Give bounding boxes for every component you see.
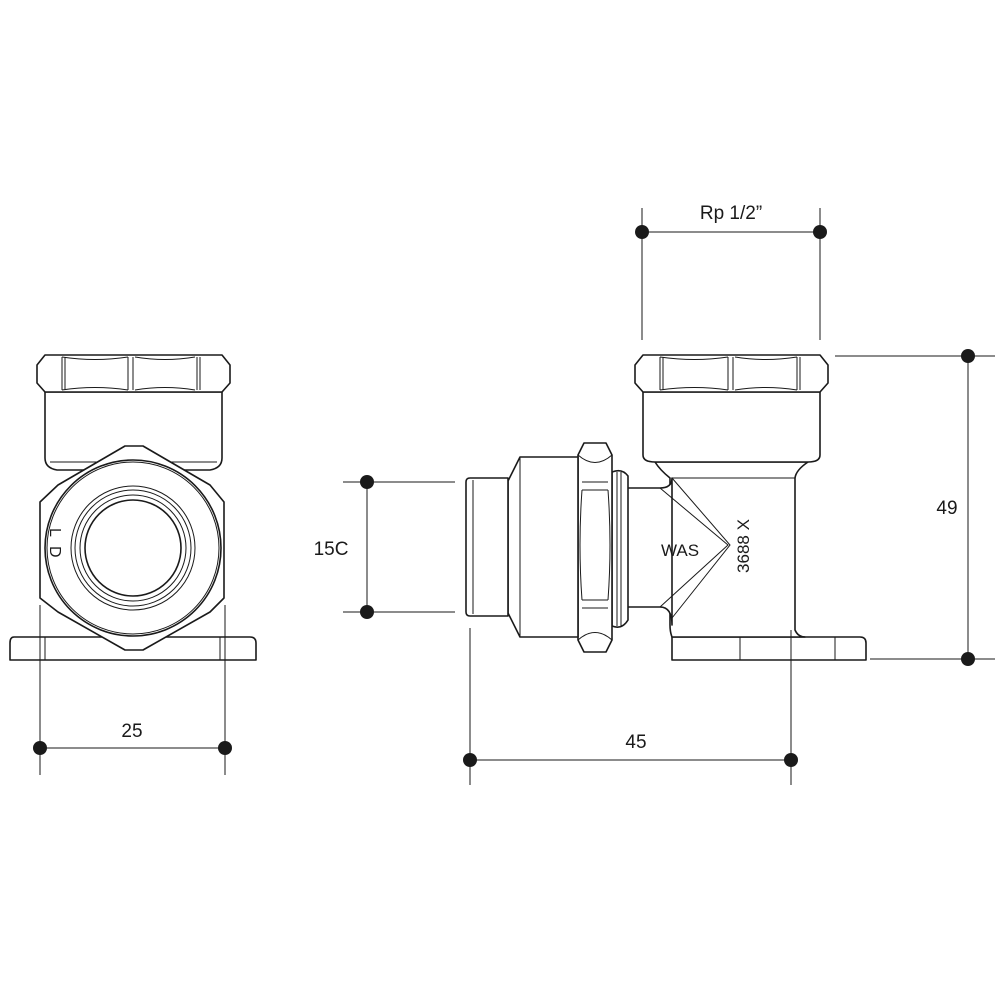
brand-marking: WAS bbox=[661, 541, 699, 560]
front-body bbox=[44, 391, 223, 471]
dimension-height-label: 49 bbox=[936, 498, 957, 519]
dimension-length-label: 45 bbox=[625, 732, 646, 753]
dimension-width-label: 25 bbox=[121, 721, 142, 742]
dimension-pipe-label: 15C bbox=[314, 539, 349, 560]
side-view: WAS 3688 X bbox=[465, 354, 867, 661]
dimension-height: 49 bbox=[835, 349, 995, 666]
side-branch-body bbox=[624, 477, 673, 626]
side-union-nut bbox=[577, 442, 613, 653]
dimension-width: 25 bbox=[33, 605, 232, 775]
side-vertical-body bbox=[654, 461, 809, 638]
front-view: L D bbox=[9, 354, 257, 661]
side-letter-l: L bbox=[46, 528, 63, 537]
dimension-thread: Rp 1/2” bbox=[635, 203, 827, 340]
front-hex bbox=[39, 445, 225, 651]
code-marking: 3688 X bbox=[734, 519, 753, 573]
side-letter-d: D bbox=[46, 546, 63, 558]
side-top-hex-nut bbox=[634, 354, 829, 393]
dimension-length: 45 bbox=[463, 628, 798, 785]
dimension-thread-label: Rp 1/2” bbox=[700, 203, 762, 224]
dimension-pipe: 15C bbox=[314, 475, 455, 619]
side-thread bbox=[611, 469, 629, 628]
side-pipe-tail bbox=[465, 477, 509, 617]
side-base-plate bbox=[671, 636, 867, 661]
side-compression-cap bbox=[507, 456, 579, 638]
